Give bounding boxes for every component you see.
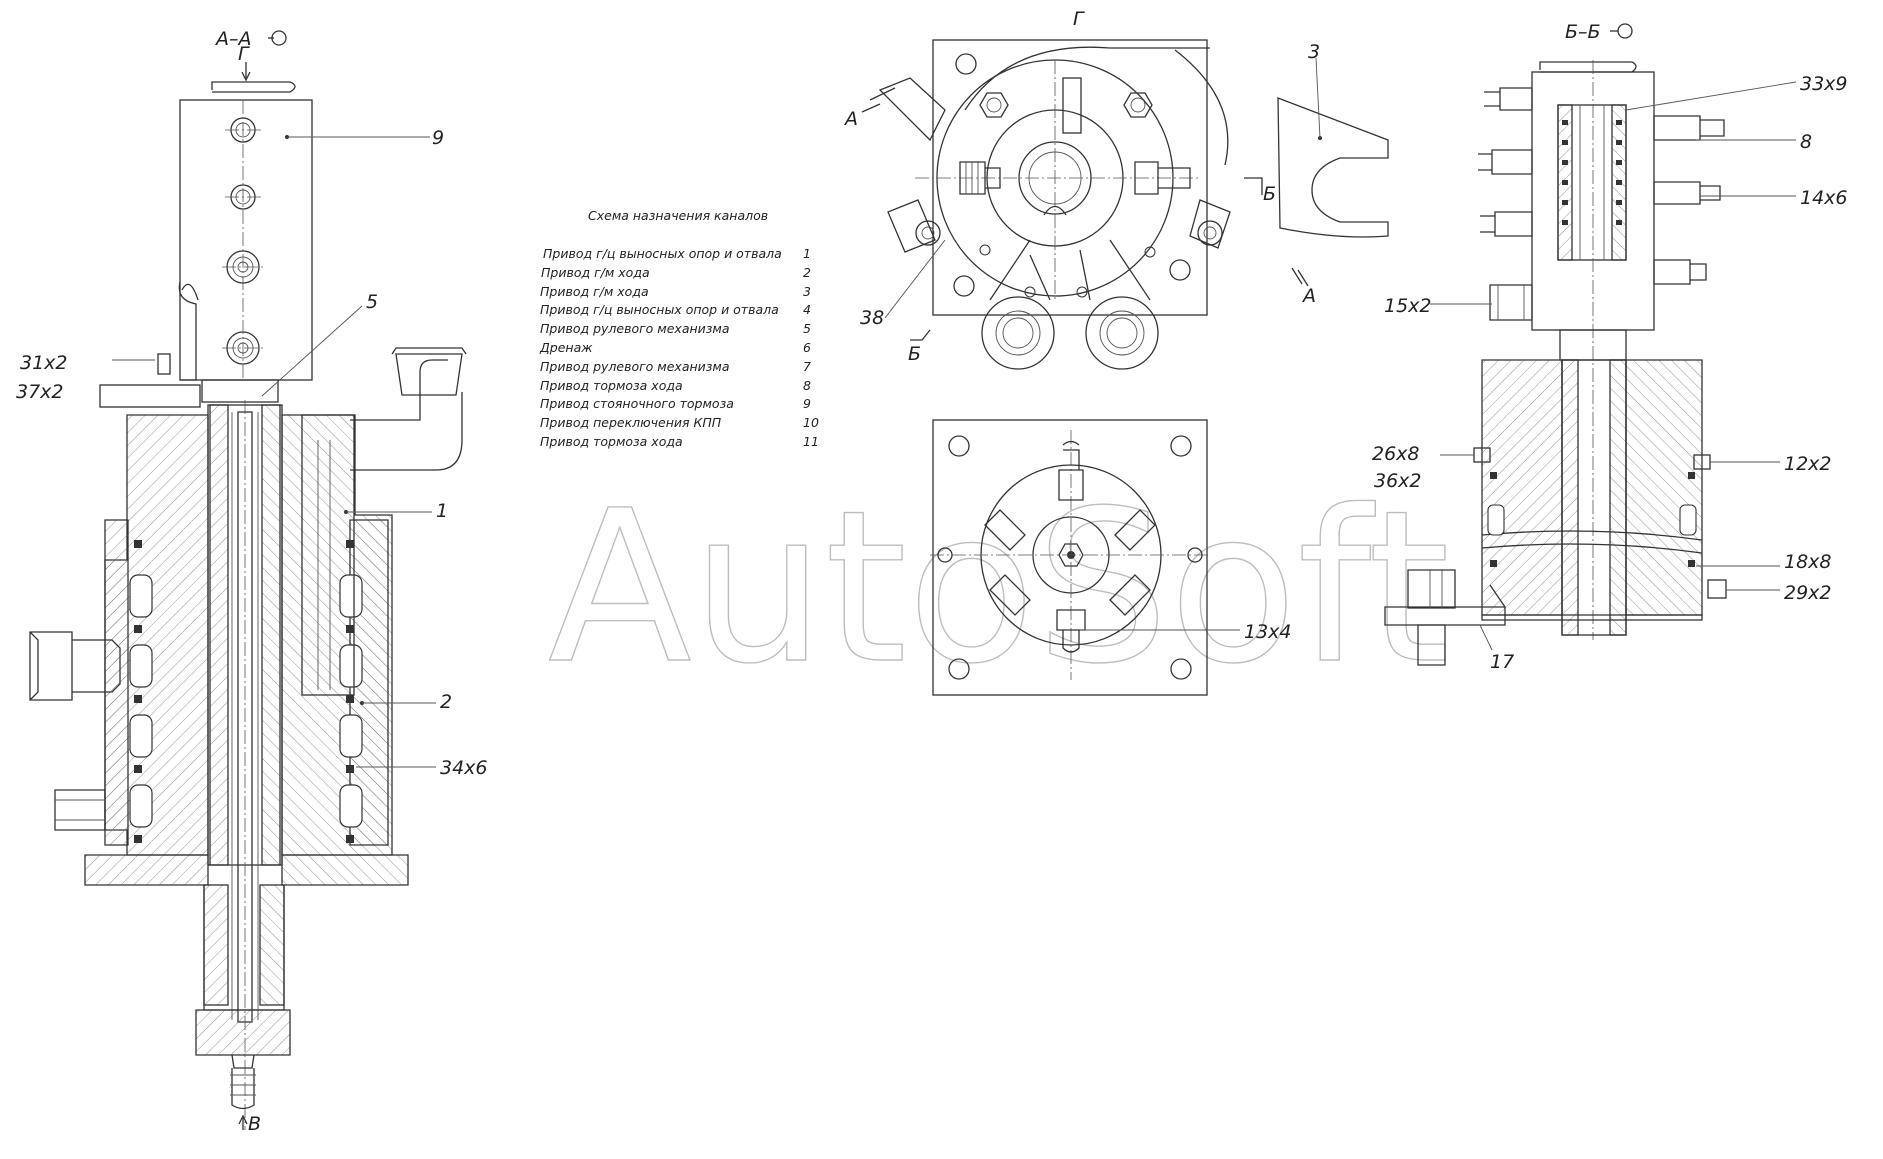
callout-34: 34х6 [440, 757, 488, 779]
view-g-bolts [915, 92, 1223, 246]
callout-29: 29х2 [1784, 582, 1832, 604]
callout-2: 2 [440, 691, 452, 713]
channel-row-name: Привод г/ц выносных опор и отвала [543, 246, 782, 261]
channel-row-num: 2 [803, 265, 811, 280]
view-g: Г [843, 8, 1316, 370]
channel-row-num: 1 [803, 246, 811, 261]
callout-1: 1 [436, 500, 448, 522]
channel-table-title: Схема назначения каналов [588, 208, 768, 223]
callout-14: 14х6 [1800, 187, 1848, 209]
bb-left-fittings [1478, 87, 1533, 321]
marker-a-top: А [843, 108, 858, 130]
channel-row-num: 4 [803, 302, 811, 317]
callout-12: 12х2 [1784, 453, 1832, 475]
marker-v: В [248, 1113, 261, 1135]
section-bb-title: Б–Б [1565, 21, 1601, 43]
channel-row-num: 5 [803, 321, 811, 336]
channel-row-name: Привод стояночного тормоза [540, 396, 734, 411]
bb-right-fittings [1653, 115, 1725, 285]
channel-row-name: Привод тормоза хода [540, 378, 683, 393]
callout-5: 5 [366, 291, 378, 313]
channel-row-num: 11 [803, 434, 819, 449]
channel-table: Схема назначения каналов Привод г/ц выно… [539, 208, 819, 449]
channel-row-name: Привод переключения КПП [540, 415, 722, 430]
section-aa-view: А–А Г 9 31х2 37х2 5 [16, 28, 488, 1135]
callout-38: 38 [860, 307, 884, 329]
marker-b-right: Б [1263, 183, 1276, 205]
watermark: AutoSoft [548, 465, 1450, 710]
callout-3: 3 [1308, 41, 1320, 63]
callout-18: 18х8 [1784, 551, 1832, 573]
callout-37: 37х2 [16, 381, 64, 403]
channel-row-num: 3 [803, 284, 811, 299]
callout-15: 15х2 [1384, 295, 1432, 317]
section-aa-title: А–А [214, 28, 252, 50]
channel-row-num: 7 [803, 359, 811, 374]
bottom-plate-view: 13х4 [930, 419, 1292, 696]
view-g-title: Г [1073, 8, 1085, 30]
channel-row-num: 6 [803, 340, 811, 355]
callout-13: 13х4 [1244, 621, 1292, 643]
section-bb-view: Б–Б [1372, 21, 1848, 673]
channel-row-name: Привод г/м хода [540, 284, 649, 299]
marker-g-top: Г [238, 43, 250, 65]
callout-26: 26х8 [1372, 443, 1420, 465]
channel-row-num: 10 [803, 415, 819, 430]
channel-row-num: 9 [803, 396, 811, 411]
callout-9: 9 [432, 127, 444, 149]
channel-row-name: Привод г/м хода [541, 265, 650, 280]
callout-33: 33х9 [1800, 73, 1848, 95]
channel-row-name: Привод г/ц выносных опор и отвала [540, 302, 779, 317]
channel-row-name: Дренаж [539, 340, 593, 355]
callout-36: 36х2 [1374, 470, 1422, 492]
part-3: 3 [1277, 41, 1389, 238]
channel-row-name: Привод рулевого механизма [540, 359, 730, 374]
marker-b-bottom: Б [908, 343, 921, 365]
callout-17: 17 [1490, 651, 1514, 673]
callout-31: 31х2 [20, 352, 68, 374]
marker-a-bottom: А [1301, 285, 1316, 307]
channel-row-name: Привод тормоза хода [540, 434, 683, 449]
callout-8: 8 [1800, 131, 1812, 153]
channel-row-num: 8 [803, 378, 811, 393]
channel-row-name: Привод рулевого механизма [540, 321, 730, 336]
